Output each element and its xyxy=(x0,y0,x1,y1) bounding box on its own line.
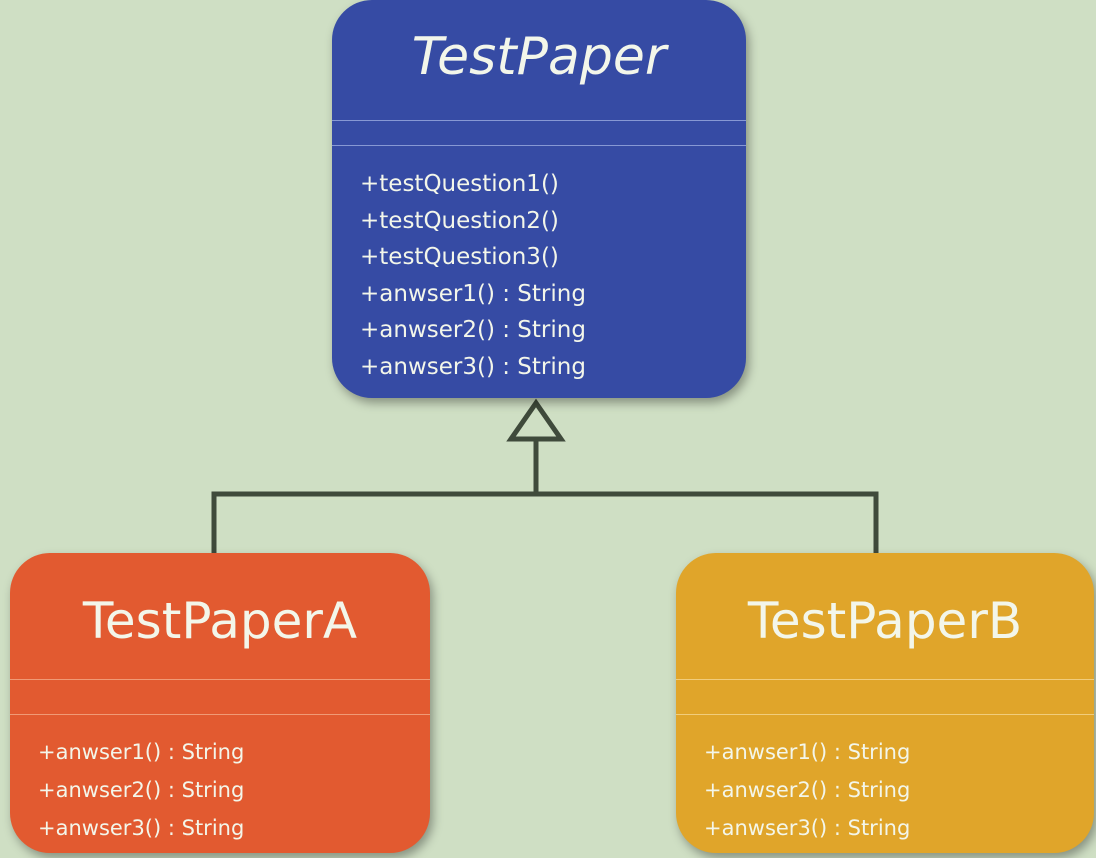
operation-test-question-2: +testQuestion2() xyxy=(360,207,559,234)
operation-anwser-3: +anwser3() : String xyxy=(704,816,911,840)
class-testpaper-a-attributes xyxy=(10,679,430,715)
class-testpaper-operations: +testQuestion1() +testQuestion2() +testQ… xyxy=(332,146,746,385)
class-testpaper-b-name: TestPaperB xyxy=(747,592,1023,650)
class-testpaper-a-operations: +anwser1() : String +anwser2() : String … xyxy=(10,715,430,847)
operation-anwser-2: +anwser2() : String xyxy=(38,778,245,802)
class-testpaper-a[interactable]: TestPaperA +anwser1() : String +anwser2(… xyxy=(10,553,430,853)
operation-anwser-3: +anwser3() : String xyxy=(360,353,586,380)
operation-anwser-1: +anwser1() : String xyxy=(704,740,911,764)
operation-anwser-3: +anwser3() : String xyxy=(38,816,245,840)
operation-anwser-1: +anwser1() : String xyxy=(38,740,245,764)
class-testpaper-b-operations: +anwser1() : String +anwser2() : String … xyxy=(676,715,1094,847)
connector-to-testpaper-b xyxy=(536,491,879,553)
operation-test-question-1: +testQuestion1() xyxy=(360,171,559,197)
class-testpaper-a-name: TestPaperA xyxy=(82,592,358,650)
connector-to-testpaper-a xyxy=(211,491,536,553)
class-testpaper-attributes xyxy=(332,120,746,146)
class-testpaper-b-attributes xyxy=(676,679,1094,715)
operation-anwser-2: +anwser2() : String xyxy=(704,778,911,802)
class-testpaper-b[interactable]: TestPaperB +anwser1() : String +anwser2(… xyxy=(676,553,1094,853)
class-testpaper-name: TestPaper xyxy=(411,27,667,87)
class-testpaper[interactable]: TestPaper +testQuestion1() +testQuestion… xyxy=(332,0,746,398)
operation-test-question-3: +testQuestion3() xyxy=(360,244,559,270)
operation-anwser-1: +anwser1() : String xyxy=(360,280,586,307)
operation-anwser-2: +anwser2() : String xyxy=(360,317,586,343)
generalization-arrowhead xyxy=(506,398,566,442)
